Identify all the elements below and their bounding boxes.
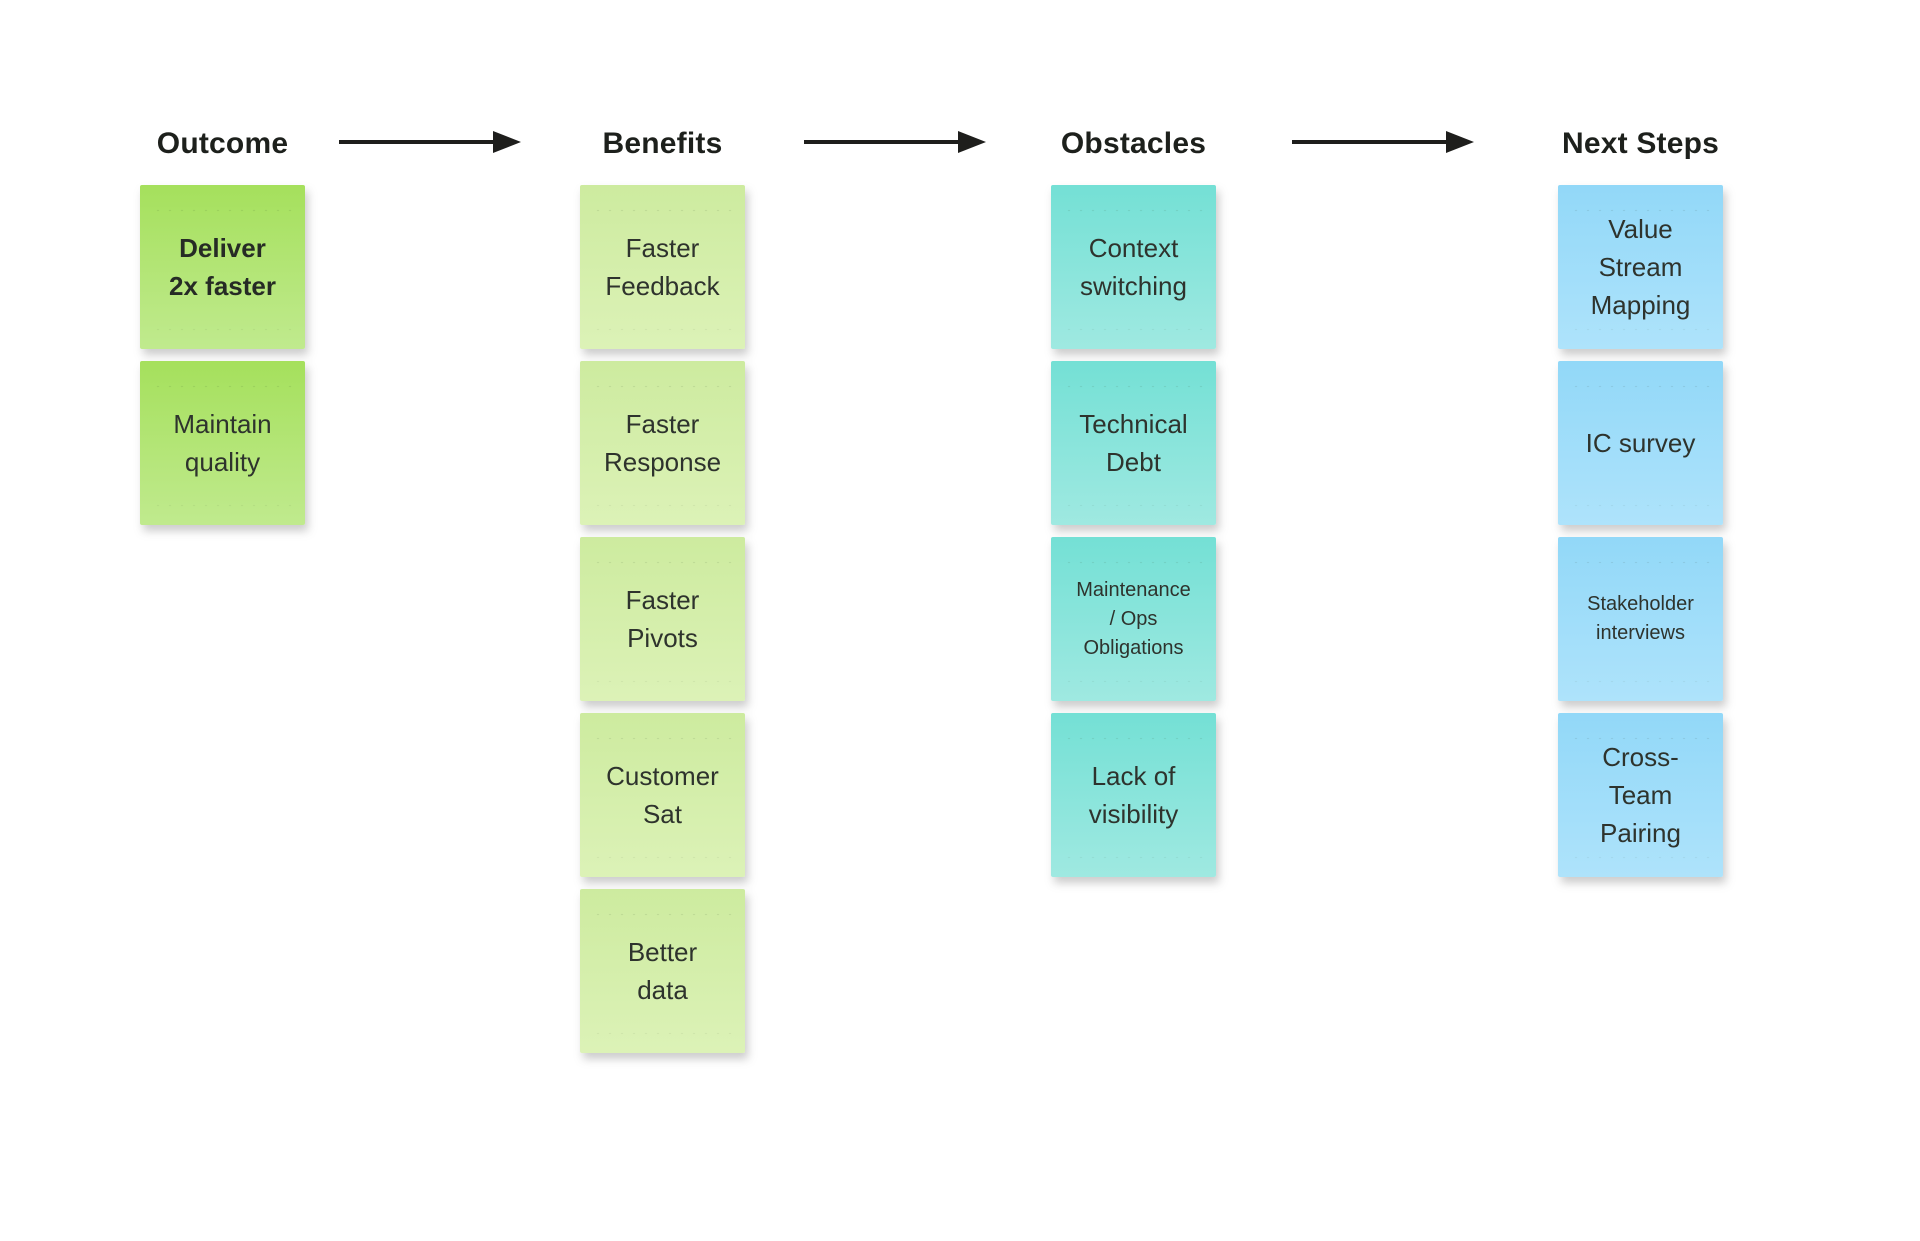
note-line: / Ops — [1109, 607, 1158, 630]
sticky-note-text: Maintain quality — [173, 405, 271, 481]
flow-arrow-benefits-to-obstacles — [804, 131, 986, 153]
sticky-note-text: Deliver 2x faster — [169, 229, 276, 305]
flow-arrow-outcome-to-benefits — [339, 131, 521, 153]
note-line: Deliver — [179, 233, 266, 263]
note-line: quality — [184, 447, 261, 477]
note-list: Deliver 2x faster Maintain quality — [140, 185, 305, 525]
note-line: visibility — [1088, 799, 1179, 829]
column-header: Outcome — [156, 127, 289, 160]
note-line: Customer — [606, 761, 719, 791]
note-line: Technical — [1079, 409, 1188, 439]
sticky-note-text: Lack of visibility — [1089, 757, 1179, 833]
note-line: Mapping — [1590, 290, 1691, 320]
arrowhead-icon — [1446, 131, 1474, 153]
flow-arrow-obstacles-to-next-steps — [1292, 131, 1474, 153]
sticky-note-text: Better data — [628, 933, 697, 1009]
note-line: Debt — [1106, 447, 1161, 477]
board-column-outcome: Outcome Deliver 2x faster Maintain quality — [140, 103, 305, 525]
sticky-note[interactable]: Stakeholder interviews — [1558, 537, 1723, 701]
note-line: Stream — [1598, 252, 1683, 282]
note-line: interviews — [1596, 622, 1685, 644]
sticky-note[interactable]: Deliver 2x faster — [140, 185, 305, 349]
note-line: Lack of — [1091, 761, 1176, 791]
arrowhead-icon — [958, 131, 986, 153]
sticky-note-text: IC survey — [1586, 424, 1696, 462]
column-header: Benefits — [602, 127, 723, 160]
sticky-note[interactable]: IC survey — [1558, 361, 1723, 525]
sticky-note[interactable]: Lack of visibility — [1051, 713, 1216, 877]
note-line: Team — [1608, 780, 1673, 810]
note-line: Maintenance — [1076, 578, 1191, 601]
sticky-note[interactable]: Better data — [580, 889, 745, 1053]
note-line: Context — [1088, 233, 1179, 263]
note-line: Maintain — [173, 409, 272, 439]
note-line: Better — [627, 937, 698, 967]
note-line: Pivots — [627, 623, 698, 653]
note-line: Stakeholder — [1587, 593, 1694, 615]
arrowhead-icon — [493, 131, 521, 153]
sticky-note-text: Context switching — [1080, 229, 1187, 305]
note-line: IC survey — [1585, 428, 1696, 458]
note-line: Obligations — [1083, 636, 1184, 659]
sticky-note[interactable]: Context switching — [1051, 185, 1216, 349]
note-line: Faster — [625, 585, 700, 615]
note-line: Response — [603, 447, 722, 477]
sticky-note[interactable]: Maintain quality — [140, 361, 305, 525]
note-line: switching — [1080, 271, 1187, 301]
note-line: Faster — [625, 233, 700, 263]
note-line: Cross- — [1602, 742, 1679, 772]
column-header: Obstacles — [1060, 127, 1207, 160]
note-line: Sat — [642, 799, 682, 829]
note-line: Pairing — [1600, 818, 1681, 848]
note-line: 2x faster — [169, 271, 276, 301]
column-header: Next Steps — [1561, 127, 1720, 160]
note-line: data — [637, 975, 688, 1005]
sticky-note-text: Stakeholder interviews — [1587, 590, 1694, 648]
note-line: Value — [1608, 214, 1673, 244]
note-line: Faster — [625, 409, 700, 439]
note-line: Feedback — [605, 271, 720, 301]
